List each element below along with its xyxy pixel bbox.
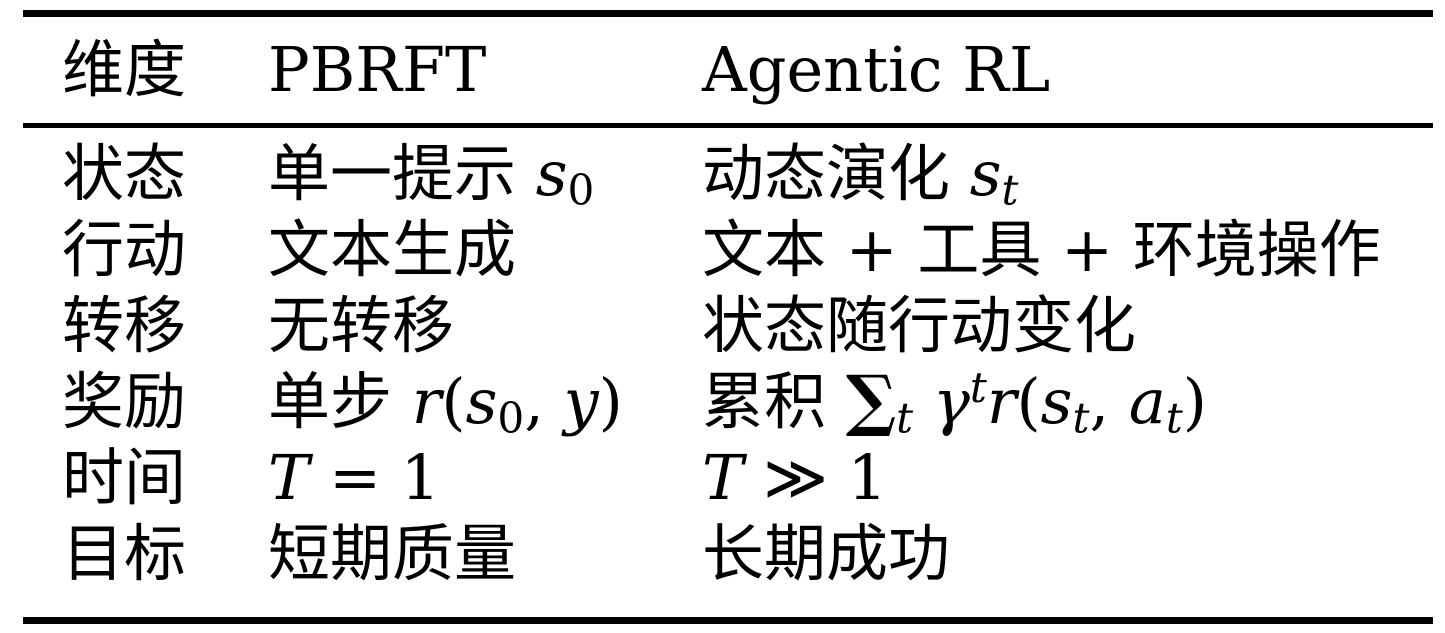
cell-text-segment: 无转移 — [268, 289, 455, 362]
cell-text-segment: 长期成功 — [702, 517, 951, 590]
cell-text-segment: 时间 — [62, 441, 187, 514]
cell-text-segment: T — [268, 441, 310, 514]
cell-text-segment: s — [969, 137, 1002, 210]
cell-text-segment: t — [1165, 393, 1183, 443]
cell-text-segment: 动态演化 — [702, 137, 970, 210]
cell-text-segment: ∑ — [845, 360, 897, 439]
cell-agentic-rl: 动态演化 st — [702, 136, 1445, 212]
cell-text-segment: 转移 — [62, 289, 187, 362]
header-agentic-rl: Agentic RL — [702, 33, 1051, 106]
cell-text-segment: t — [969, 362, 987, 412]
mid-rule — [23, 123, 1433, 128]
cell-text-segment: 0 — [567, 165, 595, 215]
top-rule — [23, 10, 1433, 17]
cell-pbrft: 文本生成 — [268, 212, 702, 288]
cell-text-segment: r — [411, 365, 442, 438]
cell-text-segment: γ — [932, 365, 970, 438]
table-row: 奖励单步 r(s0, y)累积 ∑t γtr(st, at) — [0, 364, 1445, 440]
cell-text-segment: 单步 — [268, 365, 412, 438]
cell-text-segment: , — [524, 365, 564, 438]
header-dimension: 维度 — [62, 33, 187, 106]
cell-text-segment: 状态随行动变化 — [702, 289, 1137, 362]
cell-agentic-rl: 状态随行动变化 — [702, 288, 1445, 364]
cell-dimension: 奖励 — [62, 364, 268, 440]
cell-dimension: 状态 — [62, 136, 268, 212]
cell-text-segment: y — [563, 365, 599, 438]
cell-text-segment: 累积 — [702, 365, 846, 438]
cell-text-segment: s — [1040, 365, 1073, 438]
cell-agentic-rl: T ≫ 1 — [702, 440, 1445, 516]
cell-text-segment: T — [702, 441, 744, 514]
header-pbrft: PBRFT — [268, 33, 487, 106]
cell-text-segment: 奖励 — [62, 365, 187, 438]
cell-agentic-rl: 长期成功 — [702, 516, 1445, 592]
cell-text-segment: a — [1128, 365, 1166, 438]
cell-text-segment: s — [535, 137, 568, 210]
cell-text-segment: 行动 — [62, 213, 187, 286]
cell-pbrft: 单步 r(s0, y) — [268, 364, 702, 440]
cell-pbrft: T = 1 — [268, 440, 702, 516]
cell-pbrft: 单一提示 s0 — [268, 136, 702, 212]
cell-text-segment: ) — [1182, 365, 1207, 438]
cell-text-segment: r — [986, 365, 1017, 438]
cell-text-segment: ≫ 1 — [743, 441, 888, 514]
cell-text-segment: t — [1072, 393, 1090, 443]
cell-text-segment: t — [1001, 165, 1019, 215]
cell-text-segment: ) — [598, 365, 623, 438]
cell-text-segment: 短期质量 — [268, 517, 517, 590]
cell-text-segment: 文本生成 — [268, 213, 517, 286]
cell-agentic-rl: 文本 + 工具 + 环境操作 — [702, 212, 1445, 288]
cell-dimension: 目标 — [62, 516, 268, 592]
cell-text-segment: t — [896, 393, 914, 443]
cell-text-segment: 目标 — [62, 517, 187, 590]
table-row: 目标 短期质量 长期成功 — [0, 516, 1445, 592]
cell-text-segment: 单一提示 — [268, 137, 536, 210]
cell-text-segment: , — [1089, 365, 1129, 438]
cell-text-segment: ( — [1016, 365, 1041, 438]
cell-dimension: 时间 — [62, 440, 268, 516]
cell-text-segment — [913, 365, 933, 438]
cell-pbrft: 无转移 — [268, 288, 702, 364]
cell-text-segment: s — [465, 365, 498, 438]
cell-text-segment: 文本 + 工具 + 环境操作 — [702, 213, 1381, 286]
cell-text-segment: 0 — [497, 393, 525, 443]
cell-pbrft: 短期质量 — [268, 516, 702, 592]
table-header: 维度 PBRFT Agentic RL — [0, 17, 1445, 123]
cell-text-segment: 状态 — [62, 137, 187, 210]
bottom-rule — [23, 617, 1433, 624]
cell-dimension: 转移 — [62, 288, 268, 364]
cell-agentic-rl: 累积 ∑t γtr(st, at) — [702, 364, 1445, 440]
table-row: 行动 文本生成 文本 + 工具 + 环境操作 — [0, 212, 1445, 288]
cell-text-segment: = 1 — [309, 441, 441, 514]
cell-text-segment: ( — [441, 365, 466, 438]
cell-dimension: 行动 — [62, 212, 268, 288]
table-row: 转移 无转移 状态随行动变化 — [0, 288, 1445, 364]
